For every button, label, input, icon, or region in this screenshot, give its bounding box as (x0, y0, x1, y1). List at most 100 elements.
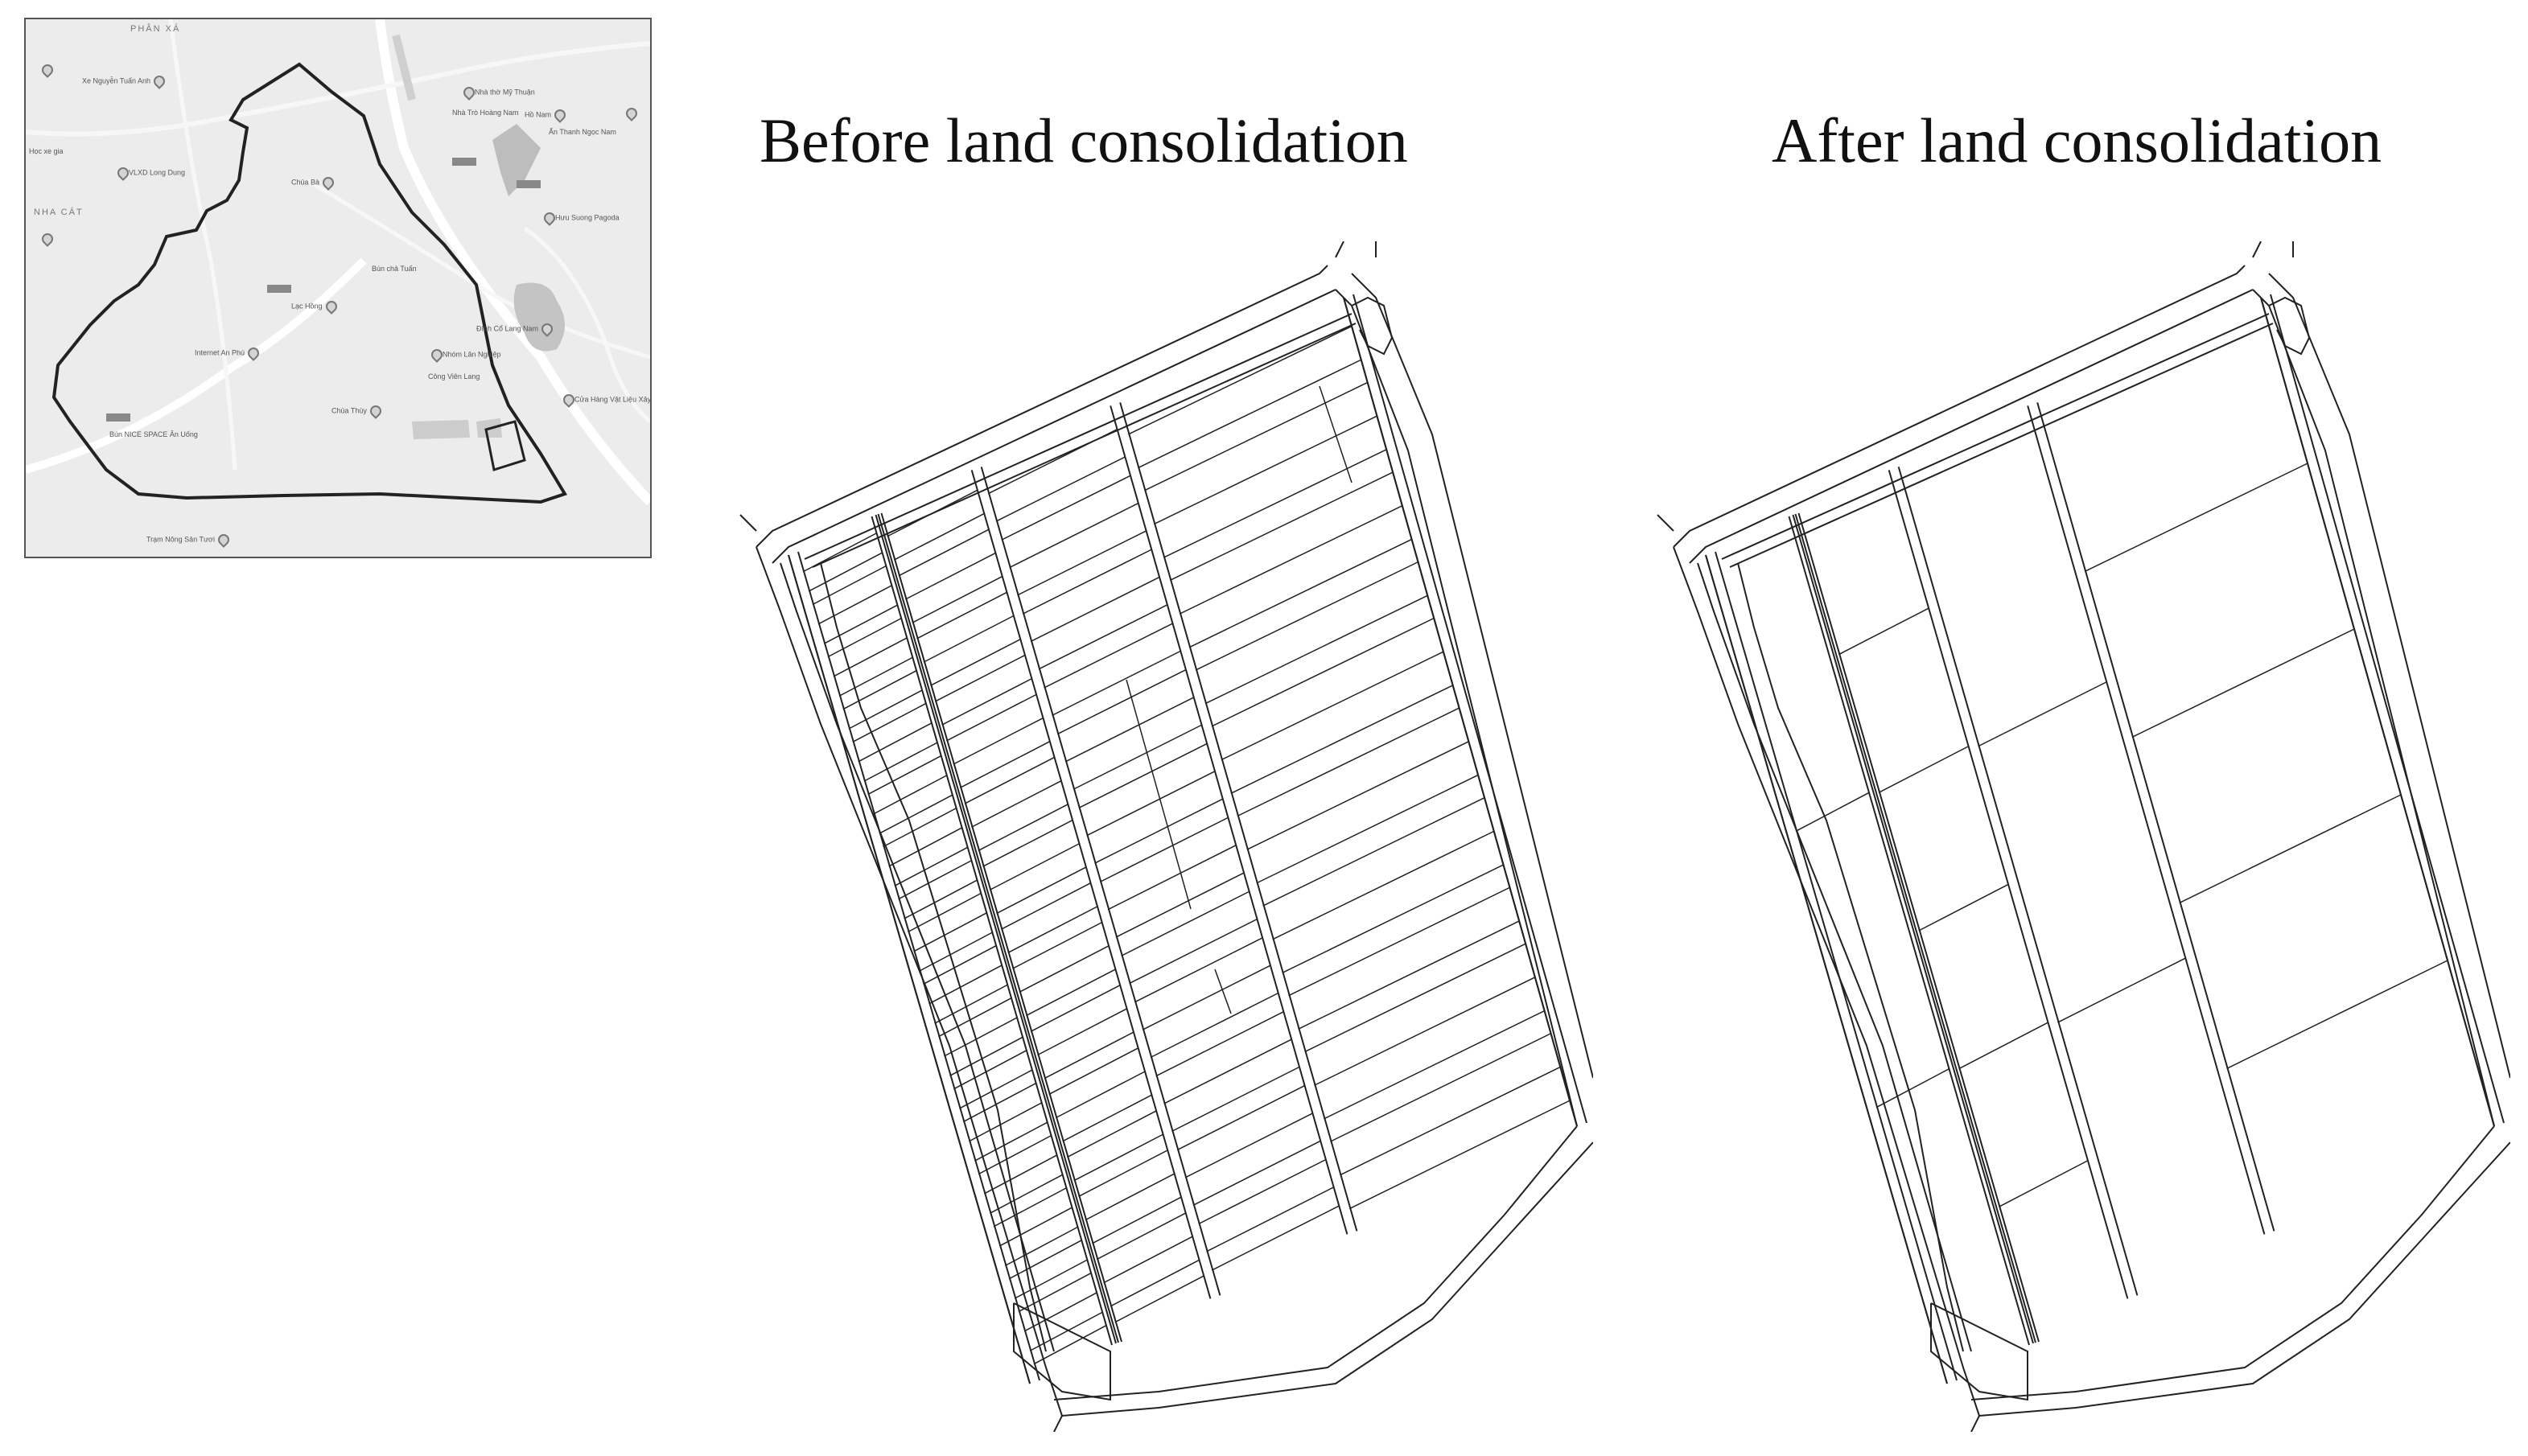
map-poi: Đình Cổ Lang Nam (476, 321, 555, 337)
poi-label: Chùa Thùy (331, 406, 367, 415)
parcel-boundary (982, 819, 1073, 867)
block-edge (788, 554, 1031, 1384)
parcel-boundary (1282, 864, 1504, 974)
road-edge (1053, 1125, 1578, 1400)
before-title: Before land consolidation (760, 105, 1408, 175)
poi-label: Trạm Nông Sản Tươi (146, 535, 215, 544)
canal-edge (804, 313, 1353, 560)
road-edge (2268, 273, 2510, 1079)
parcel-boundary (912, 575, 1003, 623)
parcel-boundary (971, 779, 1062, 828)
parcel-boundary (1012, 921, 1102, 969)
parcel-boundary (913, 912, 987, 952)
road-stub (1053, 1415, 1063, 1432)
parcel-boundary (934, 654, 1026, 702)
parcel-boundary (908, 892, 982, 933)
map-pin-icon (245, 345, 261, 361)
parcel-boundary (1037, 1008, 1127, 1056)
road-edge (1689, 289, 2254, 564)
channel-edge (1737, 562, 1964, 1352)
parcel-boundary (1153, 415, 1377, 525)
parcel-boundary (959, 1069, 1033, 1109)
parcel-boundary (1030, 985, 1121, 1032)
channel-edge (820, 562, 1047, 1352)
map-pin-icon (552, 107, 568, 123)
parcel-boundary (1192, 1140, 1321, 1206)
parcel-boundary (1008, 1240, 1082, 1280)
field-road-edge (1788, 516, 2030, 1346)
field-road-edge (1353, 294, 1587, 1124)
road-stub (1970, 1415, 1980, 1432)
poi-label: Ấn Thanh Ngọc Nam (549, 128, 616, 136)
poi-label: Internet An Phú (195, 348, 245, 357)
main-canal-edge (1794, 513, 2036, 1343)
field-road-edge (2036, 402, 2275, 1232)
parcel-boundary (1026, 969, 1116, 1017)
parcel-boundary (1163, 1039, 1292, 1104)
parcel-boundary (1206, 1187, 1335, 1252)
map-pin-icon (323, 298, 340, 315)
parcel-boundary (894, 846, 969, 886)
road-stub (1335, 241, 1344, 258)
parcel-boundary (1004, 1226, 1078, 1267)
parcel-boundary (1103, 1236, 1193, 1284)
parcel-boundary (873, 775, 948, 815)
road-edge (1970, 1125, 2495, 1400)
parcel-boundary (989, 1174, 1063, 1214)
parcel-boundary (887, 489, 978, 537)
parcel-boundary (995, 456, 1126, 522)
parcel-boundary (1121, 890, 1250, 956)
parcel-boundary (1298, 920, 1520, 1030)
canal-edge (1721, 313, 2270, 560)
parcel-boundary (930, 639, 1021, 686)
parcel-boundary (998, 1207, 1073, 1247)
before-plan (739, 241, 1593, 1432)
parcel-boundary (2131, 628, 2355, 738)
road-stub (2252, 241, 2262, 258)
main-canal-edge (877, 513, 1119, 1343)
parcel-boundary (1878, 746, 1969, 793)
parcel-boundary (858, 722, 933, 763)
parcel-boundary (916, 591, 1007, 640)
parcel-boundary (1085, 1173, 1175, 1221)
location-map-layer (26, 19, 650, 506)
poi-label: Hồ Nam (525, 110, 552, 119)
parcel-boundary (923, 944, 997, 985)
road-edge (780, 562, 1055, 1352)
parcel-boundary (974, 1121, 1048, 1162)
main-canal-edge (875, 514, 1117, 1344)
parcel-boundary (1018, 1272, 1092, 1313)
road-edge (1351, 273, 1593, 1079)
parcel-boundary (1107, 845, 1237, 911)
parcel-boundary (1958, 1022, 2048, 1070)
parcel-boundary (1055, 1071, 1146, 1119)
parcel-boundary (1126, 679, 1192, 910)
parcel-boundary (941, 677, 1032, 726)
road-stub (739, 514, 757, 532)
road-edge (2252, 289, 2495, 1127)
parcel-boundary (1064, 697, 1195, 763)
parcel-boundary (904, 879, 978, 919)
parcel-boundary (1066, 1110, 1157, 1158)
field-road-edge (1797, 512, 2040, 1343)
parcel-boundary (1288, 886, 1510, 997)
poi-label: Lạc Hồng (291, 302, 323, 311)
parcel-boundary (944, 1017, 1018, 1057)
parcel-boundary (808, 552, 883, 592)
parcel-boundary (1838, 607, 1929, 656)
parcel-boundary (1094, 798, 1224, 864)
area-label: NHA CÁT (34, 208, 84, 217)
map-poi: Hưu Suong Pagoda (541, 210, 620, 226)
parcel-boundary (996, 866, 1087, 915)
parcel-boundary (1029, 1311, 1103, 1351)
parcel-boundary (1073, 1133, 1163, 1182)
parcel-boundary (1030, 576, 1160, 643)
parcel-boundary (949, 1036, 1023, 1076)
parcel-boundary (1115, 872, 1245, 938)
parcel-boundary (953, 1050, 1027, 1090)
map-poi: Nhà thờ Mỹ Thuận (460, 84, 535, 101)
parcel-boundary (1184, 1113, 1313, 1178)
map-poi: Trạm Nông Sản Tươi (146, 532, 232, 548)
parcel-boundary (1230, 685, 1454, 794)
field-road-edge (970, 470, 1212, 1299)
